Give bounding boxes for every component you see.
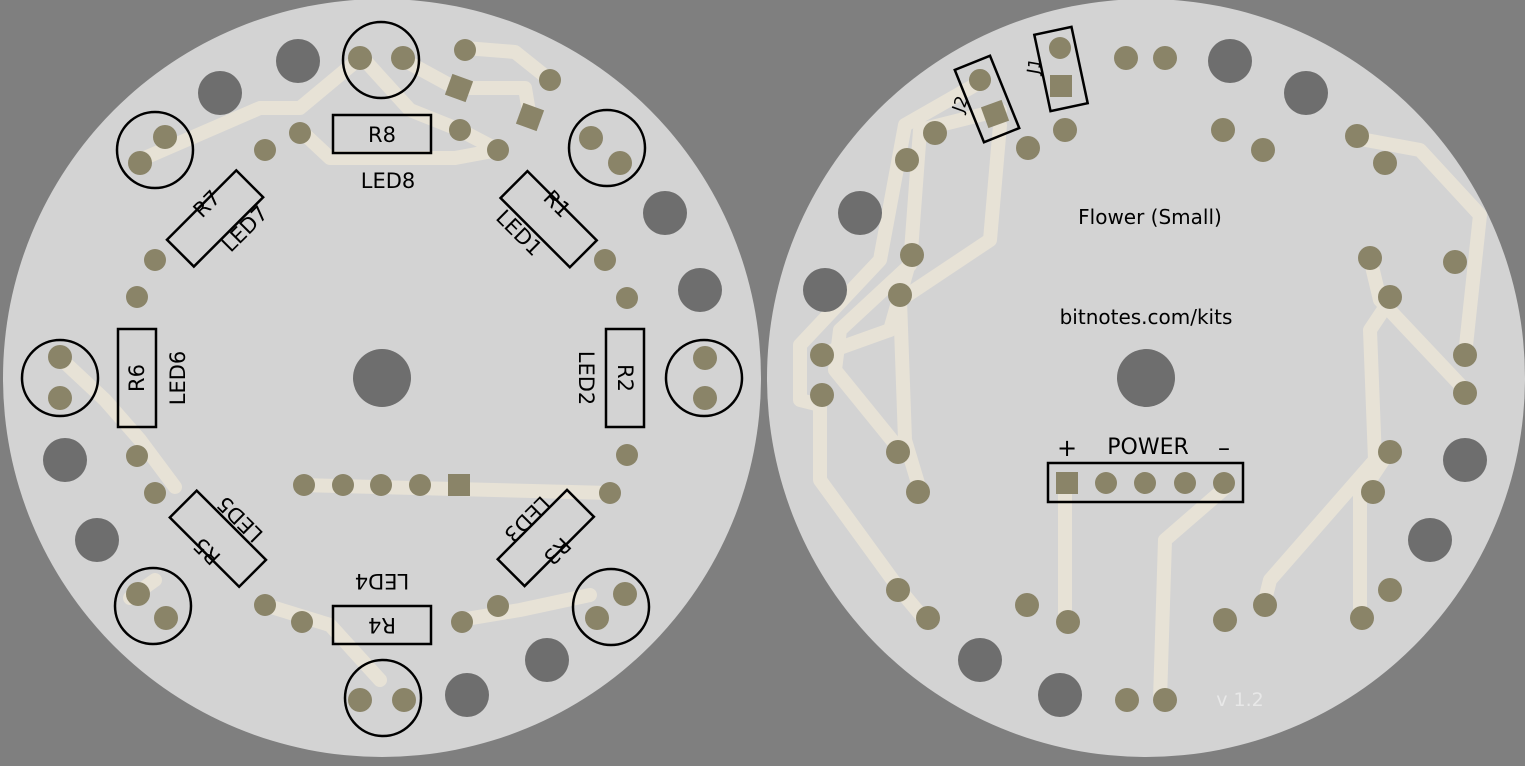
label-led2: LED2: [574, 351, 598, 406]
label-r4: R4: [368, 613, 396, 637]
label-led8: LED8: [361, 169, 416, 193]
back-board: Flower (Small) bitnotes.com/kits POWER +…: [767, 0, 1525, 757]
front-mounting-holes: [43, 39, 722, 717]
center-hole: [353, 349, 411, 407]
version-label: v 1.2: [1216, 689, 1264, 711]
power-header-outline: [1046, 461, 1245, 504]
power-plus: +: [1057, 434, 1077, 462]
label-j2: J2: [948, 93, 973, 116]
power-label: POWER: [1107, 435, 1189, 460]
center-hole-back: [1117, 349, 1175, 407]
front-silkscreen: [116, 113, 646, 646]
front-pads: [48, 39, 717, 712]
j2-outline: [953, 54, 1021, 144]
power-minus: –: [1218, 434, 1230, 462]
board-url: bitnotes.com/kits: [1060, 305, 1233, 329]
label-led6: LED6: [166, 351, 190, 406]
board-title: Flower (Small): [1078, 205, 1222, 229]
back-pads: [810, 37, 1477, 712]
back-labels: Flower (Small) bitnotes.com/kits POWER +…: [948, 57, 1263, 711]
label-led4: LED4: [355, 569, 410, 593]
back-silkscreen: [953, 25, 1245, 504]
j1-outline: [1032, 25, 1090, 113]
back-mounting-holes: [803, 39, 1487, 717]
label-r6: R6: [125, 364, 149, 392]
front-led-outlines: [20, 20, 744, 738]
label-j1: J1: [1024, 57, 1047, 77]
front-board: R8 LED8 R1 LED1 R2 LED2 R3 LED3 R4 LED4 …: [3, 0, 761, 757]
label-r2: R2: [613, 364, 637, 392]
label-r8: R8: [368, 123, 396, 147]
